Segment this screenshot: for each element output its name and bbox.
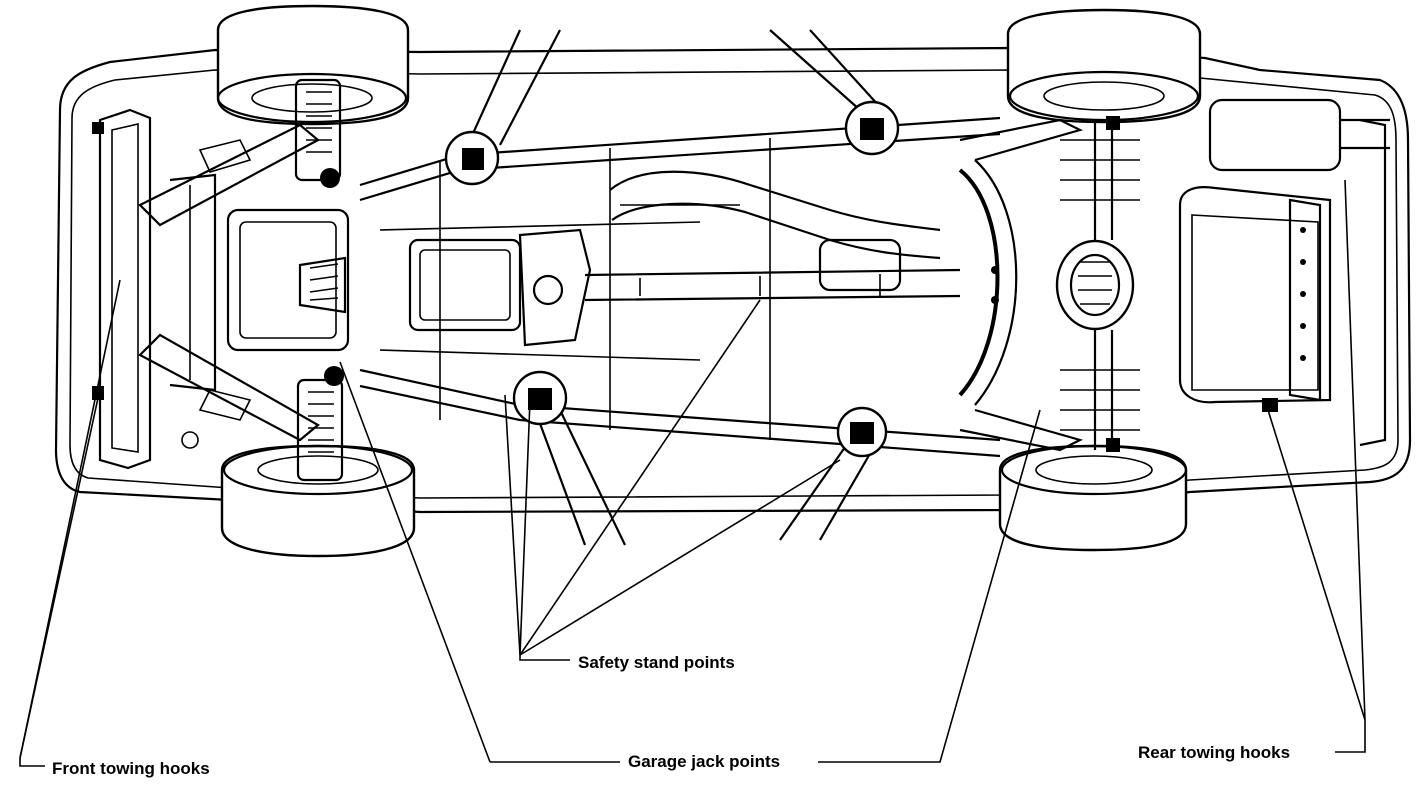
- safety-stand-points-label: Safety stand points: [578, 653, 735, 672]
- rear-fuel-tank-bumper: [1178, 98, 1390, 447]
- transmission-driveshaft: [359, 116, 1001, 458]
- stand-point-rear-left: [769, 29, 900, 156]
- garage-jack-points-label: Garage jack points: [628, 752, 780, 771]
- front-left-wheel: [216, 4, 410, 126]
- front-towing-hooks-label: Front towing hooks: [52, 759, 210, 778]
- stand-point-rear-right: [779, 406, 888, 541]
- rear-right-wheel: [998, 444, 1188, 552]
- rear-towing-hooks-label: Rear towing hooks: [1138, 743, 1290, 762]
- vehicle-body-outline: [54, 46, 1412, 514]
- callout-leaders: [19, 179, 1366, 767]
- front-right-wheel: [220, 444, 416, 558]
- stand-point-front-right: [512, 370, 626, 546]
- rear-axle-assembly: [958, 116, 1140, 452]
- stand-point-front-left: [444, 29, 561, 186]
- rear-left-wheel: [1006, 8, 1202, 124]
- front-suspension-engine: [92, 78, 350, 482]
